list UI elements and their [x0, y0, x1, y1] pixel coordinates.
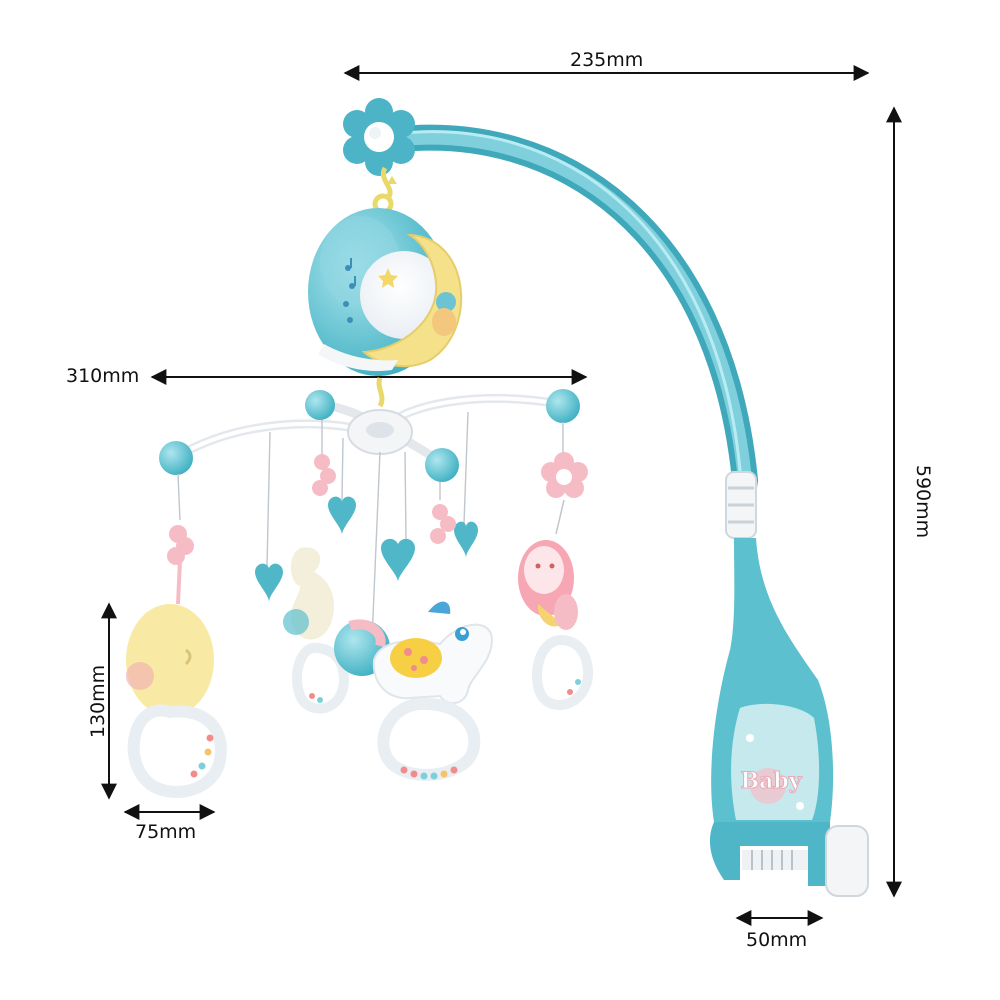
label-clamp-width: 50mm [746, 929, 808, 951]
seahorse-rattle-toy [283, 547, 350, 714]
mobile-arm [379, 124, 759, 513]
hanger-connector [376, 377, 385, 408]
base-label: Baby [740, 768, 802, 794]
clamp-screw [742, 825, 869, 897]
label-arm-width: 235mm [570, 49, 644, 71]
pink-flower-icon [541, 452, 588, 498]
heart-charms [255, 496, 478, 602]
dimension-arrows [101, 65, 902, 926]
hanging-strings [177, 411, 564, 641]
base-star-icon [746, 734, 804, 810]
mobile-base [709, 538, 834, 886]
hanger-end-balls [159, 389, 580, 482]
label-toy-height: 130mm [87, 664, 110, 739]
label-hanger-span: 310mm [66, 365, 140, 387]
flower-charms [167, 452, 588, 565]
projector-star-icon [378, 268, 398, 288]
label-toy-width: 75mm [135, 821, 197, 843]
rattle-beads [190, 734, 214, 778]
music-notes-icon [343, 258, 356, 323]
arm-collar [725, 471, 757, 539]
chick-rattle-toy [126, 559, 227, 798]
bee-rattle-toy [518, 499, 594, 710]
bear-figure [432, 292, 456, 336]
label-total-height: 590mm [912, 464, 935, 539]
unicorn-rattle-toy [334, 601, 494, 781]
rattle-beads [400, 766, 458, 780]
arm-flower-cap [343, 98, 415, 176]
music-projector [308, 176, 463, 376]
hanger-hub [347, 409, 413, 455]
